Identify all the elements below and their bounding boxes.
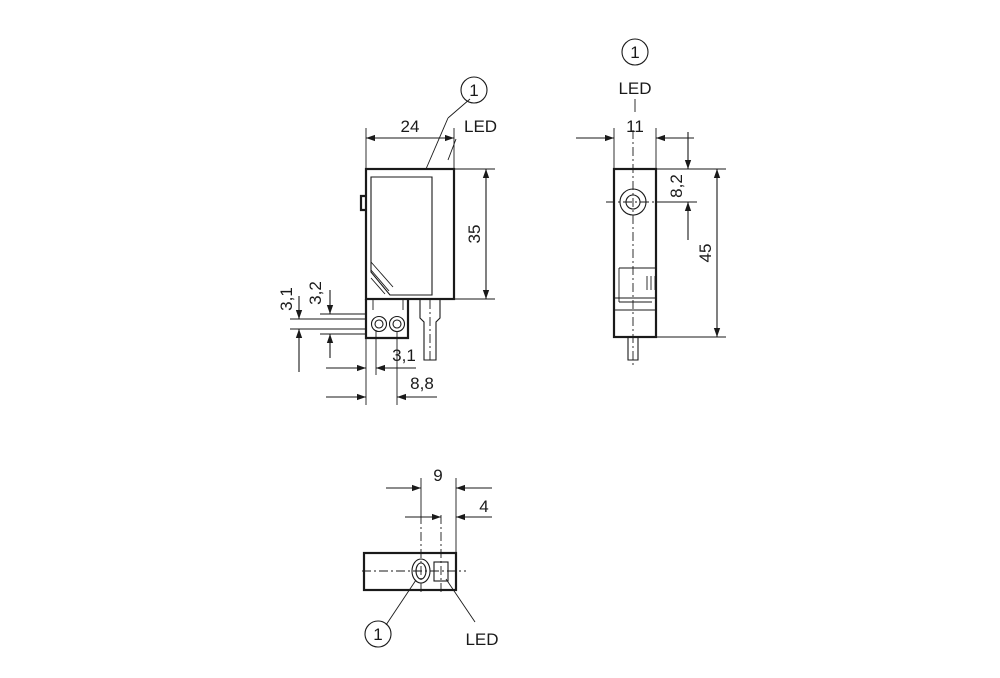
led-label-top: LED	[465, 630, 498, 649]
dim-label-side-width: 11	[626, 117, 644, 136]
front-view: 24 1 LED 35 3,1 3,2 3,1 8,8	[277, 76, 497, 405]
dim-label-front-height: 35	[465, 225, 484, 244]
dim-label-hole-left: 3,1	[277, 287, 296, 311]
side-cable	[627, 337, 639, 361]
dim-label-top-led-offset: 4	[479, 497, 488, 516]
callout-circle-side	[621, 38, 649, 66]
front-housing	[364, 167, 456, 301]
front-lens-window	[370, 176, 433, 296]
dim-label-front-width: 24	[401, 117, 420, 136]
dim-label-top-width: 9	[433, 466, 442, 485]
side-housing	[612, 167, 658, 339]
led-label-side: LED	[618, 79, 651, 98]
callout-circle-front	[460, 76, 488, 104]
dim-label-side-hole-top: 8,2	[667, 174, 686, 198]
dim-label-hole-spacing: 3,1	[392, 346, 416, 365]
dim-label-side-height: 45	[696, 244, 715, 263]
mount-hole-1	[370, 315, 388, 333]
callout-number-front: 1	[469, 81, 478, 100]
callout-number-side: 1	[630, 43, 639, 62]
front-back-bump	[359, 194, 366, 212]
dim-label-hole-offset: 8,8	[410, 374, 434, 393]
mount-hole-2	[388, 315, 406, 333]
led-label-front: LED	[464, 117, 497, 136]
top-view: 9 4 1 LED	[362, 466, 499, 649]
dim-label-hole-right: 3,2	[306, 281, 325, 305]
front-mount-flange	[364, 299, 410, 340]
callout-number-top: 1	[373, 625, 382, 644]
side-view: 11 LED 1 8,2 45	[576, 38, 726, 365]
top-housing	[362, 551, 458, 592]
callout-circle-top	[364, 620, 392, 648]
